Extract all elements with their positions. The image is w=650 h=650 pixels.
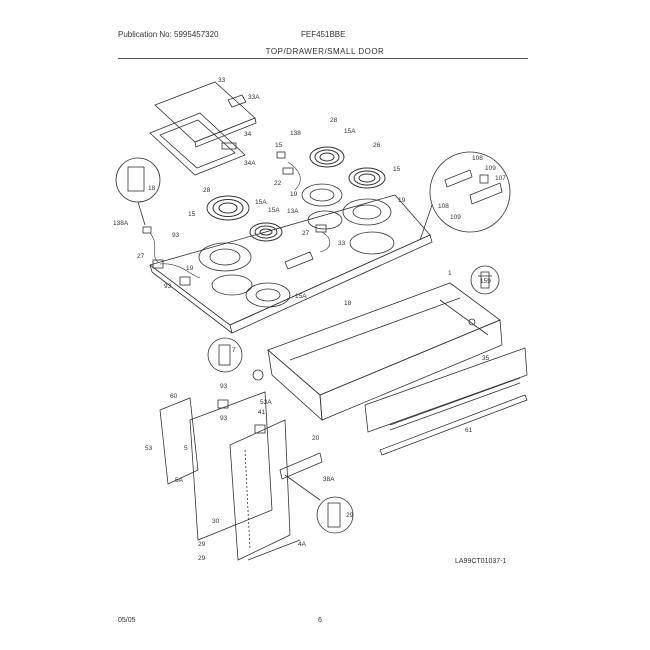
callout-label: 28 bbox=[330, 117, 338, 124]
callout-label: 60 bbox=[170, 393, 178, 400]
callout-label: 109 bbox=[450, 214, 461, 221]
callout-label: 13A bbox=[287, 208, 299, 215]
callout-label: 29 bbox=[346, 512, 354, 519]
callout-label: 107 bbox=[495, 175, 506, 182]
callout-label: 33 bbox=[218, 77, 226, 84]
small-door bbox=[159, 391, 323, 561]
callout-label: 53 bbox=[145, 445, 153, 452]
callout-label: 109 bbox=[485, 165, 496, 172]
detail-circle-terminal-block bbox=[419, 151, 511, 241]
drawer-front bbox=[364, 347, 528, 456]
callout-label: 138 bbox=[290, 130, 301, 137]
callout-label: 27 bbox=[137, 253, 145, 260]
callout-label: 19 bbox=[290, 191, 298, 198]
callout-label: 33 bbox=[338, 240, 346, 247]
lid-frame bbox=[149, 112, 246, 176]
callout-label: 35 bbox=[482, 355, 490, 362]
callout-label: 15A bbox=[344, 128, 356, 135]
callout-label: 61 bbox=[465, 427, 473, 434]
callout-label: 15A bbox=[255, 199, 267, 206]
detail-circle-hinge bbox=[207, 337, 264, 381]
callout-label: 138A bbox=[113, 220, 129, 227]
detail-circle-screw bbox=[470, 265, 500, 295]
coil-element bbox=[206, 195, 250, 221]
callout-label: 15A bbox=[268, 207, 280, 214]
callout-label: 159 bbox=[480, 278, 491, 285]
page-number: 6 bbox=[318, 617, 322, 624]
callout-label: 29 bbox=[198, 555, 206, 562]
callout-label: 18 bbox=[344, 300, 352, 307]
callout-label: 34A bbox=[244, 160, 256, 167]
callout-label: 15 bbox=[188, 211, 196, 218]
footer-date: 05/05 bbox=[118, 617, 136, 624]
coil-element bbox=[249, 222, 283, 242]
callout-label: 29 bbox=[198, 541, 206, 548]
detail-circle-element-block bbox=[115, 157, 161, 226]
callout-label: 93 bbox=[220, 415, 228, 422]
callout-label: 41 bbox=[258, 409, 266, 416]
drip-pans bbox=[198, 183, 395, 308]
callout-label: 93 bbox=[220, 383, 228, 390]
callout-label: 15 bbox=[275, 142, 283, 149]
callout-label: 28 bbox=[203, 187, 211, 194]
coil-element bbox=[348, 167, 386, 189]
wiring bbox=[149, 161, 331, 279]
callout-label: 108 bbox=[438, 203, 449, 210]
callout-label: 4A bbox=[298, 541, 307, 548]
callout-label: 38A bbox=[323, 476, 335, 483]
callout-labels: 33 33A 34 34A 138 15A 28 15 26 15 19 18 … bbox=[113, 77, 506, 562]
callout-label: 27 bbox=[302, 230, 310, 237]
callout-label: 26 bbox=[373, 142, 381, 149]
heating-elements bbox=[206, 146, 386, 242]
section-title: TOP/DRAWER/SMALL DOOR bbox=[265, 47, 385, 56]
callout-label: 7 bbox=[232, 347, 236, 354]
callout-label: 5 bbox=[184, 445, 188, 452]
publication-number: Publication No: 5995457320 bbox=[118, 30, 219, 39]
callout-label: 22 bbox=[274, 180, 282, 187]
callout-label: 20 bbox=[312, 435, 320, 442]
lid-panel bbox=[154, 81, 257, 148]
callout-label: 5A bbox=[175, 477, 184, 484]
model-number: FEF451BBE bbox=[301, 30, 346, 39]
callout-label: 1 bbox=[448, 270, 452, 277]
callout-label: 30 bbox=[212, 518, 220, 525]
detail-circle-bottom-hinge bbox=[284, 474, 354, 534]
drawer bbox=[267, 282, 503, 421]
header-rule bbox=[118, 58, 528, 59]
callout-label: 93 bbox=[172, 232, 180, 239]
cooktop-panel bbox=[149, 194, 433, 334]
coil-element bbox=[309, 146, 345, 168]
callout-label: 33A bbox=[248, 94, 260, 101]
callout-label: 15 bbox=[393, 166, 401, 173]
callout-label: 19 bbox=[398, 197, 406, 204]
callout-label: 19 bbox=[186, 265, 194, 272]
callout-label: 15A bbox=[295, 293, 307, 300]
diagram-code: LA99CT01037-1 bbox=[455, 558, 507, 565]
callout-label: 53A bbox=[260, 399, 272, 406]
callout-label: 108 bbox=[472, 155, 483, 162]
callout-label: 93 bbox=[164, 283, 172, 290]
callout-label: 34 bbox=[244, 131, 252, 138]
callout-label: 18 bbox=[148, 185, 156, 192]
